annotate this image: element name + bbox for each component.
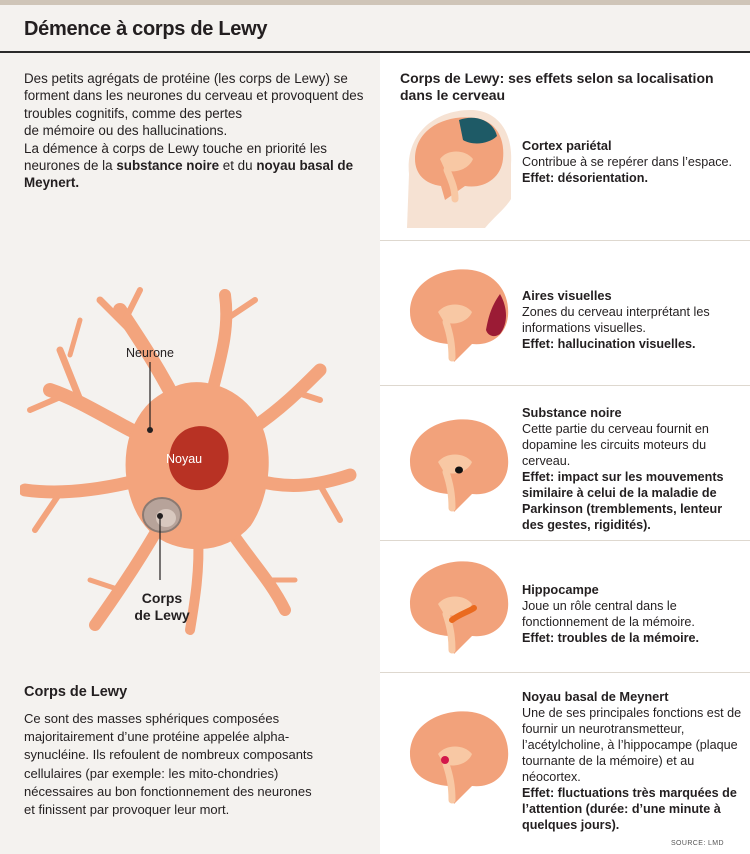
item-description: Zones du cerveau interprétant les inform…	[522, 305, 710, 335]
item-effect: Effet: fluctuations très marquées de l’a…	[522, 786, 737, 832]
intro-text-4: et du	[222, 158, 253, 174]
intro-bold-substance: substance noire	[116, 158, 220, 174]
right-column-title: Corps de Lewy: ses effets selon sa local…	[400, 70, 714, 103]
source-credit: SOURCE: LMD	[670, 840, 724, 847]
item-noyau-meynert: Noyau basal de Meynert Une de ses princi…	[522, 689, 742, 833]
page-title: Démence à corps de Lewy	[24, 18, 268, 40]
brain-hippocampus-illustration	[410, 561, 509, 654]
item-cortex-parietal: Cortex pariétal Contribue à se repérer d…	[522, 138, 742, 186]
label-corps-line2: de Lewy	[134, 607, 190, 623]
top-bar	[0, 0, 750, 5]
hippocampus-region	[449, 605, 477, 623]
section-divider	[380, 385, 750, 386]
intro-paragraph: Des petits agrégats de protéine (les cor…	[24, 70, 364, 192]
item-description: Cette partie du cerveau fournit en dopam…	[522, 422, 709, 468]
item-description: Joue un rôle central dans le fonctionnem…	[522, 599, 695, 629]
item-substance-noire: Substance noire Cette partie du cerveau …	[522, 405, 742, 533]
item-description: Une de ses principales fonctions est de …	[522, 706, 742, 784]
section-divider	[380, 672, 750, 673]
item-heading: Aires visuelles	[522, 288, 612, 303]
intro-text-1: Des petits agrégats de protéine (les cor…	[24, 71, 364, 121]
label-corps-line1: Corps	[141, 590, 183, 606]
intro-bold-meynert: noyau basal de Meynert.	[24, 158, 354, 191]
intro-text-2: de mémoire ou des hallucinations.	[24, 123, 228, 139]
brain-parietal-illustration	[407, 109, 512, 228]
section-divider	[380, 540, 750, 541]
brain-visual-illustration	[410, 269, 509, 362]
item-heading: Cortex pariétal	[522, 138, 612, 153]
item-effect: Effet: impact sur les mouvements similai…	[522, 470, 724, 532]
brain-meynert-illustration	[410, 711, 509, 804]
item-aires-visuelles: Aires visuelles Zones du cerveau interpr…	[522, 288, 742, 352]
label-neurone: Neurone	[126, 346, 174, 360]
neuron-nucleus	[168, 426, 229, 491]
brain-substantia-illustration	[410, 419, 509, 512]
lewy-section-text: Ce sont des masses sphériques composées …	[24, 711, 314, 818]
intro-text-3: La démence à corps de Lewy touche en pri…	[24, 140, 327, 174]
item-description: Contribue à se repérer dans l’espace.	[522, 155, 733, 169]
parietal-region	[459, 117, 497, 144]
label-noyau: Noyau	[166, 452, 203, 466]
item-heading: Hippocampe	[522, 582, 599, 597]
item-effect: Effet: hallucination visuelles.	[522, 337, 696, 351]
section-divider	[380, 240, 750, 241]
title-divider	[0, 51, 750, 53]
substantia-nigra-region	[455, 466, 463, 474]
neuron-illustration	[20, 287, 357, 635]
item-effect: Effet: troubles de la mémoire.	[522, 631, 700, 645]
visual-region	[486, 294, 506, 337]
item-heading: Noyau basal de Meynert	[522, 689, 669, 704]
item-hippocampe: Hippocampe Joue un rôle central dans le …	[522, 582, 742, 646]
item-effect: Effet: désorientation.	[522, 171, 648, 185]
lewy-section-title: Corps de Lewy	[24, 684, 128, 700]
meynert-region	[441, 756, 449, 764]
item-heading: Substance noire	[522, 405, 622, 420]
label-corps-de-lewy: Corps de Lewy	[132, 590, 192, 624]
